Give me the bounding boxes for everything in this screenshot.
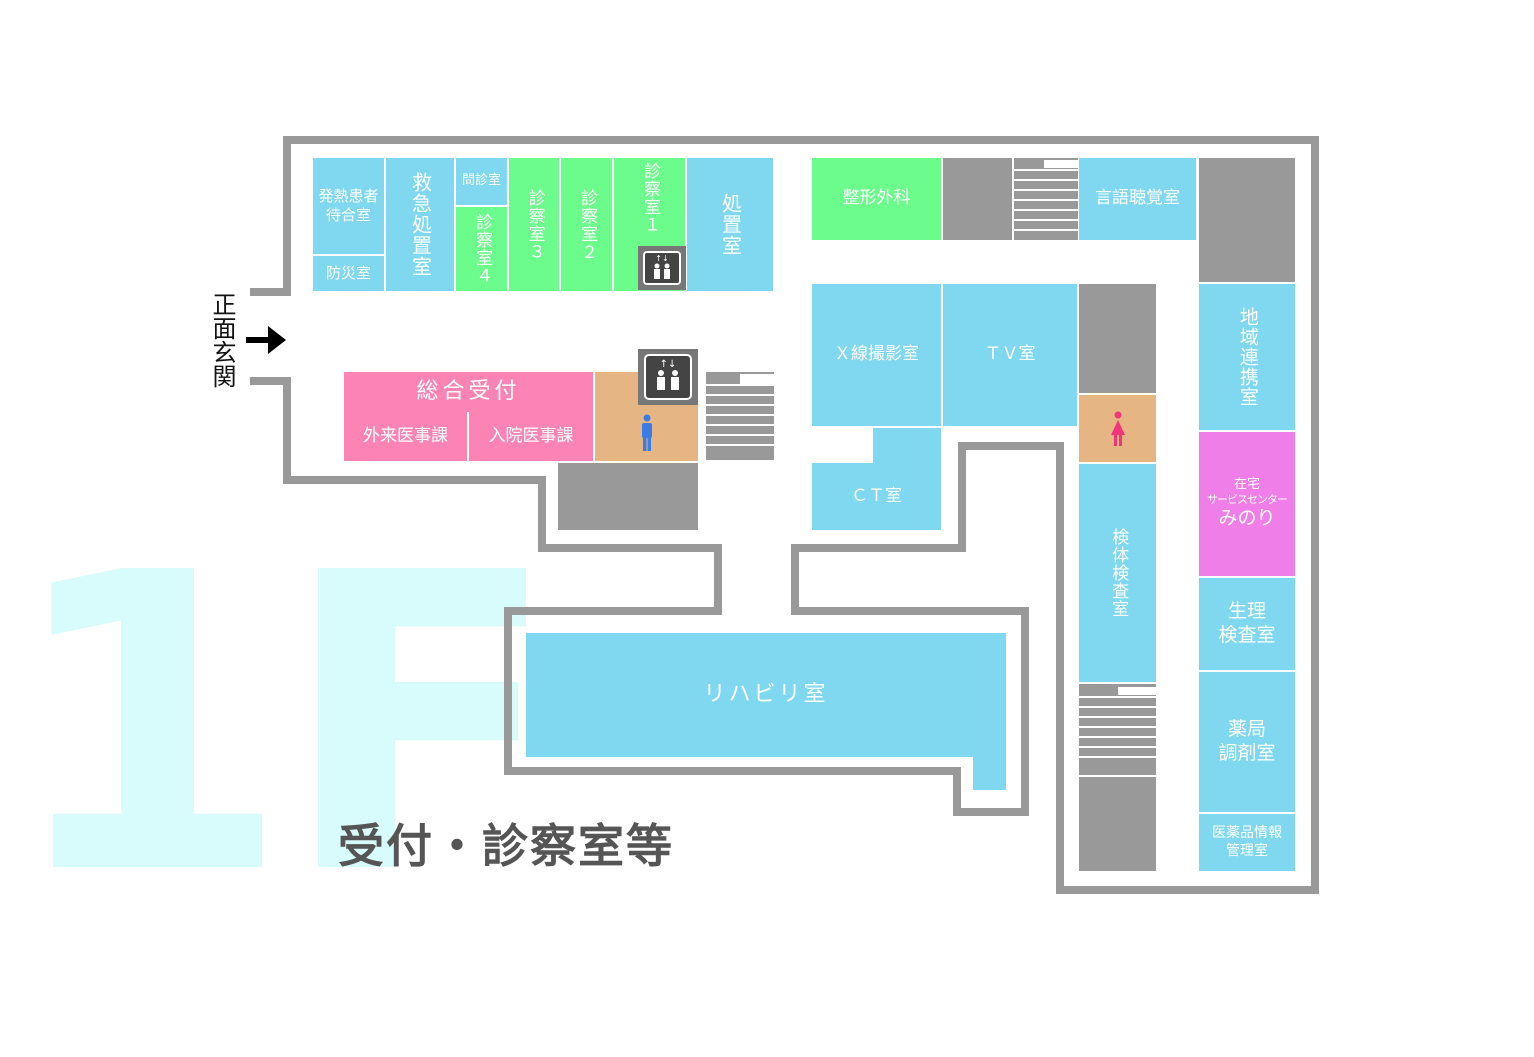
room-disaster[interactable]: 防災室 bbox=[313, 256, 384, 291]
room-homecare[interactable]: 在宅 サービスセンター みのり bbox=[1199, 432, 1295, 576]
room-rehab[interactable]: リハビリ室 bbox=[526, 633, 1006, 757]
room-inpatient[interactable]: 入院医事課 bbox=[469, 412, 593, 461]
room-reception-main[interactable]: 総合受付 bbox=[344, 372, 593, 412]
room-speech[interactable]: 言語聴覚室 bbox=[1079, 158, 1196, 240]
room-specimen[interactable]: 検体検査室 bbox=[1079, 464, 1156, 682]
womens-restroom-icon bbox=[1111, 411, 1125, 446]
room-pharmacy[interactable]: 薬局 調剤室 bbox=[1199, 672, 1295, 812]
room-exam4[interactable]: 診察室４ bbox=[456, 207, 507, 291]
svg-text:↑↓: ↑↓ bbox=[660, 359, 677, 370]
elevator-icon: ↑↓ bbox=[638, 349, 698, 405]
room-tv[interactable]: ＴＶ室 bbox=[943, 284, 1077, 426]
room-outpatient[interactable]: 外来医事課 bbox=[344, 412, 467, 461]
svg-text:↑↓: ↑↓ bbox=[655, 254, 668, 263]
storage-area bbox=[1079, 284, 1156, 393]
room-treatment[interactable]: 処置室 bbox=[687, 158, 773, 291]
room-physiology[interactable]: 生理 検査室 bbox=[1199, 578, 1295, 670]
elevator-icon: ↑↓ bbox=[638, 246, 686, 290]
storage-area bbox=[943, 158, 1012, 240]
stairs-icon bbox=[1014, 158, 1078, 240]
storage-area bbox=[1079, 777, 1156, 871]
room-orthopedics[interactable]: 整形外科 bbox=[812, 158, 941, 240]
floor-number: 1F bbox=[5, 486, 560, 964]
room-xray[interactable]: Ｘ線撮影室 bbox=[812, 284, 941, 426]
room-ct[interactable]: ＣＴ室 bbox=[812, 463, 941, 530]
room-emergency[interactable]: 救急処置室 bbox=[386, 158, 454, 291]
stairs-icon bbox=[706, 372, 774, 460]
entrance-arrow-icon bbox=[246, 326, 286, 354]
entrance-label: 正面玄関 bbox=[208, 292, 236, 388]
room-regional[interactable]: 地域連携室 bbox=[1199, 284, 1295, 430]
mens-restroom-icon bbox=[642, 414, 652, 451]
stairs-icon bbox=[1079, 684, 1156, 775]
room-ct-annex bbox=[873, 428, 941, 468]
room-exam3[interactable]: 診察室３ bbox=[509, 158, 559, 291]
room-drug-info[interactable]: 医薬品情報 管理室 bbox=[1199, 814, 1295, 871]
room-fever-waiting[interactable]: 発熱患者 待合室 bbox=[313, 158, 384, 254]
room-exam2[interactable]: 診察室２ bbox=[561, 158, 612, 291]
floor-subtitle: 受付・診察室等 bbox=[338, 819, 674, 873]
storage-area bbox=[1199, 158, 1295, 282]
storage-area bbox=[558, 463, 698, 530]
room-rehab-annex bbox=[973, 755, 1006, 790]
room-interview[interactable]: 問診室 bbox=[456, 158, 507, 205]
